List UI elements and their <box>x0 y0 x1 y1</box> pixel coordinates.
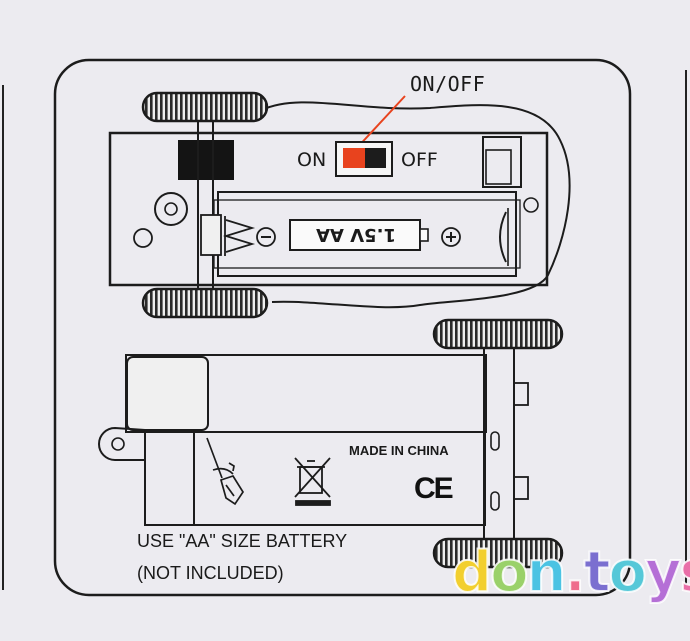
rear-knob-top <box>513 382 529 406</box>
watermark-letter: y <box>644 539 682 606</box>
watermark-letter: o <box>608 539 649 606</box>
motor-block <box>178 140 234 180</box>
spring-coil <box>222 219 256 253</box>
made-in-label: MADE IN CHINA <box>349 443 449 458</box>
on-label: ON <box>297 149 327 171</box>
ce-mark-icon: CE <box>414 472 454 505</box>
watermark-letter: n <box>526 539 568 606</box>
top-chassis <box>108 131 549 287</box>
off-label: OFF <box>401 149 438 171</box>
hook-hole <box>111 437 125 451</box>
rear-slot-bottom <box>490 491 500 511</box>
use-battery-label: USE "AA" SIZE BATTERY <box>137 531 348 551</box>
spring-holder <box>200 214 222 256</box>
watermark-letter: . <box>563 539 586 606</box>
watermark-letter: d <box>451 539 493 606</box>
screw-hole <box>133 228 153 248</box>
plus-terminal <box>441 227 461 247</box>
front-wheel-top <box>141 91 269 123</box>
battery-icon <box>289 219 429 251</box>
rear-wheel-bottom <box>432 537 564 569</box>
gear-inner <box>164 202 178 216</box>
rear-slot-top <box>490 431 500 451</box>
recycle-crossed-bin-icon <box>294 457 331 506</box>
minus-terminal <box>256 227 276 247</box>
battery-label: 1.5V AA <box>316 224 396 246</box>
watermark-letter: o <box>489 539 530 606</box>
rear-knob-bottom <box>513 476 529 500</box>
not-included-label: (NOT INCLUDED) <box>137 563 284 583</box>
hook <box>98 426 146 461</box>
side-cab <box>126 356 209 431</box>
contact-screw <box>523 197 539 213</box>
watermark: don.toys <box>451 539 690 606</box>
switch-housing <box>482 136 522 188</box>
gear-outer <box>154 192 188 226</box>
watermark-letter: t <box>583 539 612 606</box>
rear-wheel-top <box>432 318 564 350</box>
watermark-letter: s <box>679 539 690 606</box>
on-off-label: ON/OFF <box>410 72 486 96</box>
front-wheel-bottom <box>141 287 269 319</box>
contact-plate <box>499 211 507 263</box>
outer-frame <box>53 58 632 597</box>
power-switch <box>335 141 393 177</box>
hand-screwdriver-icon <box>206 437 245 506</box>
